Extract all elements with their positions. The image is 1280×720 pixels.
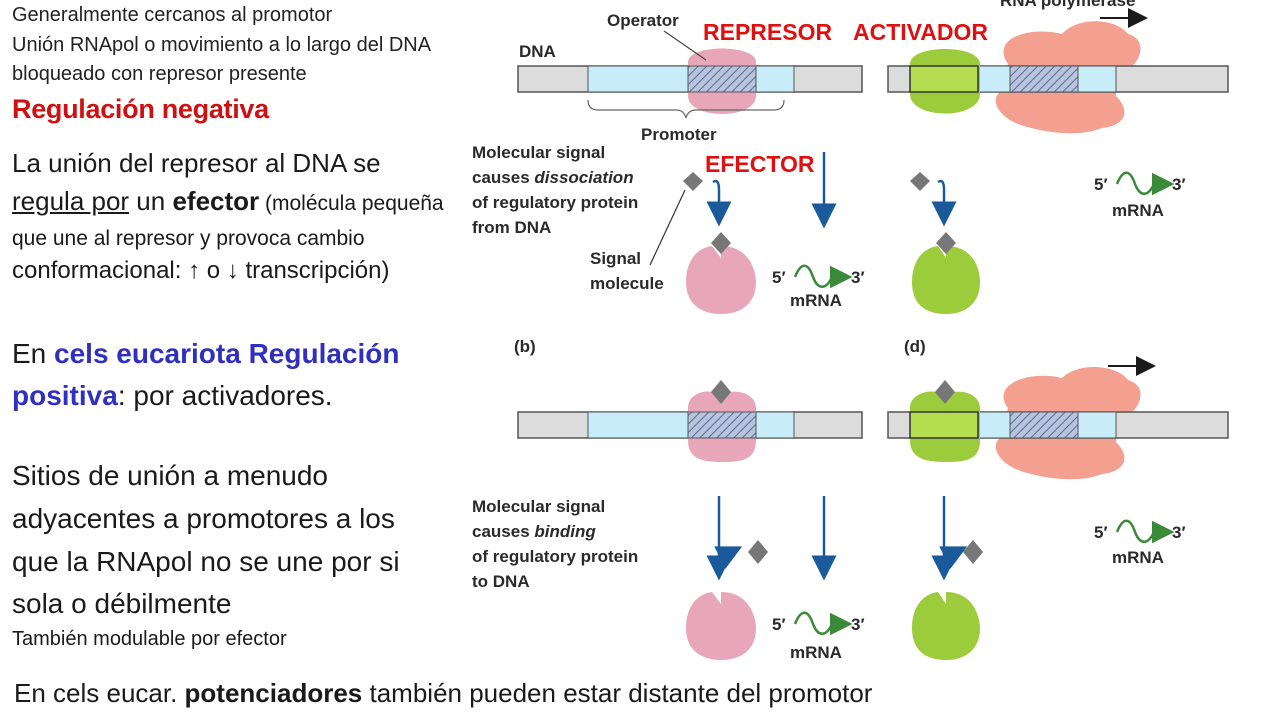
text-cels-eucariota: cels eucariota Regulación bbox=[54, 338, 400, 369]
mrna-label-d: mRNA bbox=[1112, 548, 1164, 567]
panel-a-dna bbox=[517, 65, 863, 93]
dissoc-text-4: from DNA bbox=[472, 218, 551, 237]
text-line-rnapol-binding: Unión RNApol o movimiento a lo largo del… bbox=[12, 34, 432, 56]
activator-site-c bbox=[909, 65, 979, 93]
text-positiva: positiva bbox=[12, 380, 118, 411]
dissoc-italic: dissociation bbox=[534, 168, 633, 187]
rna-polymerase-label: RNA polymerase bbox=[1000, 0, 1135, 10]
signal-label-1: Signal bbox=[590, 249, 641, 268]
dissociation-arrow-a bbox=[706, 179, 732, 227]
text-en-cels-eucar: En cels eucar. bbox=[14, 678, 185, 708]
five-prime-a: 5′ bbox=[772, 268, 786, 287]
operator-label: Operator bbox=[607, 11, 679, 30]
text-effector-line: regula por un efector (molécula pequeña bbox=[12, 186, 444, 217]
efector-label: EFECTOR bbox=[705, 151, 815, 177]
text-conformational-change: que une al represor y provoca cambio bbox=[12, 227, 365, 250]
promoter-bracket bbox=[587, 99, 785, 119]
text-small-molecule: (molécula pequeña bbox=[259, 192, 444, 215]
text-en: En bbox=[12, 338, 55, 369]
mrna-label-a: mRNA bbox=[790, 291, 842, 310]
text-un: un bbox=[129, 186, 173, 216]
three-prime-d: 3′ bbox=[1172, 523, 1186, 542]
bind-italic: binding bbox=[534, 522, 596, 541]
binding-arrow-d bbox=[939, 496, 968, 569]
released-signal-icon-b bbox=[748, 540, 768, 564]
text-effector-modulable: También modulable por efector bbox=[12, 628, 287, 650]
mrna-wave-a bbox=[793, 264, 853, 289]
bound-signal-icon-b bbox=[711, 380, 731, 404]
free-repressor-b bbox=[686, 592, 756, 660]
mrna-wave-c bbox=[1115, 171, 1175, 196]
bind-text-4: to DNA bbox=[472, 572, 530, 591]
bound-signal-icon-c bbox=[936, 232, 956, 254]
free-activator-c bbox=[912, 246, 980, 314]
text-distant-promoter: también pueden estar distante del promot… bbox=[362, 678, 873, 708]
heading-negative-regulation: Regulación negativa bbox=[12, 94, 269, 124]
bind-text-3: of regulatory protein bbox=[472, 547, 638, 566]
bind-text-2: causes binding bbox=[472, 522, 596, 541]
panel-d-label: (d) bbox=[904, 337, 926, 356]
signal-molecule-icon-a bbox=[683, 172, 703, 191]
bind-causes: causes bbox=[472, 522, 534, 541]
text-eukaryote-positive: En cels eucariota Regulación bbox=[12, 338, 400, 370]
text-efector-bold: efector bbox=[172, 186, 260, 216]
dissoc-text-3: of regulatory protein bbox=[472, 193, 638, 212]
operator-region-b bbox=[687, 411, 757, 439]
activator-site-d bbox=[909, 411, 979, 439]
panel-b-label: (b) bbox=[514, 337, 536, 356]
text-regula-por: regula por bbox=[12, 186, 130, 216]
text-transcription-effect: conformacional: ↑ o ↓ transcripción) bbox=[12, 257, 390, 284]
three-prime-a: 3′ bbox=[851, 268, 865, 287]
text-enhancers: En cels eucar. potenciadores también pue… bbox=[14, 678, 872, 709]
text-binding-sites-1: Sitios de unión a menudo bbox=[12, 460, 328, 491]
mrna-label-c: mRNA bbox=[1112, 201, 1164, 220]
text-positive-activators: positiva: por activadores. bbox=[12, 380, 333, 412]
dissociation-arrow-c bbox=[931, 179, 957, 227]
dissoc-text-2: causes dissociation bbox=[472, 168, 634, 187]
operator-pointer bbox=[663, 30, 707, 61]
five-prime-c: 5′ bbox=[1094, 175, 1108, 194]
bound-signal-icon-a bbox=[711, 232, 731, 254]
text-line-promoter-proximity: Generalmente cercanos al promotor bbox=[12, 4, 333, 26]
released-signal-icon-d bbox=[963, 540, 983, 564]
mrna-wave-b bbox=[793, 611, 853, 636]
signal-pointer bbox=[649, 189, 686, 266]
free-repressor-a bbox=[686, 246, 756, 314]
text-repressor-binding: La unión del represor al DNA se bbox=[12, 148, 381, 178]
text-binding-sites-4: sola o débilmente bbox=[12, 588, 232, 619]
dna-label: DNA bbox=[519, 42, 556, 61]
mrna-wave-d bbox=[1115, 519, 1175, 544]
promoter-label: Promoter bbox=[641, 125, 717, 144]
text-binding-sites-3: que la RNApol no se une por si bbox=[12, 546, 400, 577]
five-prime-b: 5′ bbox=[772, 615, 786, 634]
signal-molecule-icon-c bbox=[910, 172, 930, 191]
mrna-label-b: mRNA bbox=[790, 643, 842, 662]
bind-text-1: Molecular signal bbox=[472, 497, 605, 516]
bound-signal-icon-d bbox=[935, 380, 955, 404]
three-prime-c: 3′ bbox=[1172, 175, 1186, 194]
represor-label: REPRESOR bbox=[703, 19, 832, 45]
text-line-blocked-repressor: bloqueado con represor presente bbox=[12, 63, 307, 85]
free-activator-d bbox=[912, 592, 980, 660]
text-binding-sites-2: adyacentes a promotores a los bbox=[12, 503, 395, 534]
dissoc-causes: causes bbox=[472, 168, 534, 187]
activador-label: ACTIVADOR bbox=[853, 19, 988, 45]
operator-region-a bbox=[687, 65, 757, 93]
dissoc-text-1: Molecular signal bbox=[472, 143, 605, 162]
signal-label-2: molecule bbox=[590, 274, 664, 293]
binding-arrow-b bbox=[714, 496, 743, 569]
three-prime-b: 3′ bbox=[851, 615, 865, 634]
text-por-activadores: : por activadores. bbox=[117, 380, 333, 411]
text-potenciadores: potenciadores bbox=[184, 678, 363, 708]
five-prime-d: 5′ bbox=[1094, 523, 1108, 542]
